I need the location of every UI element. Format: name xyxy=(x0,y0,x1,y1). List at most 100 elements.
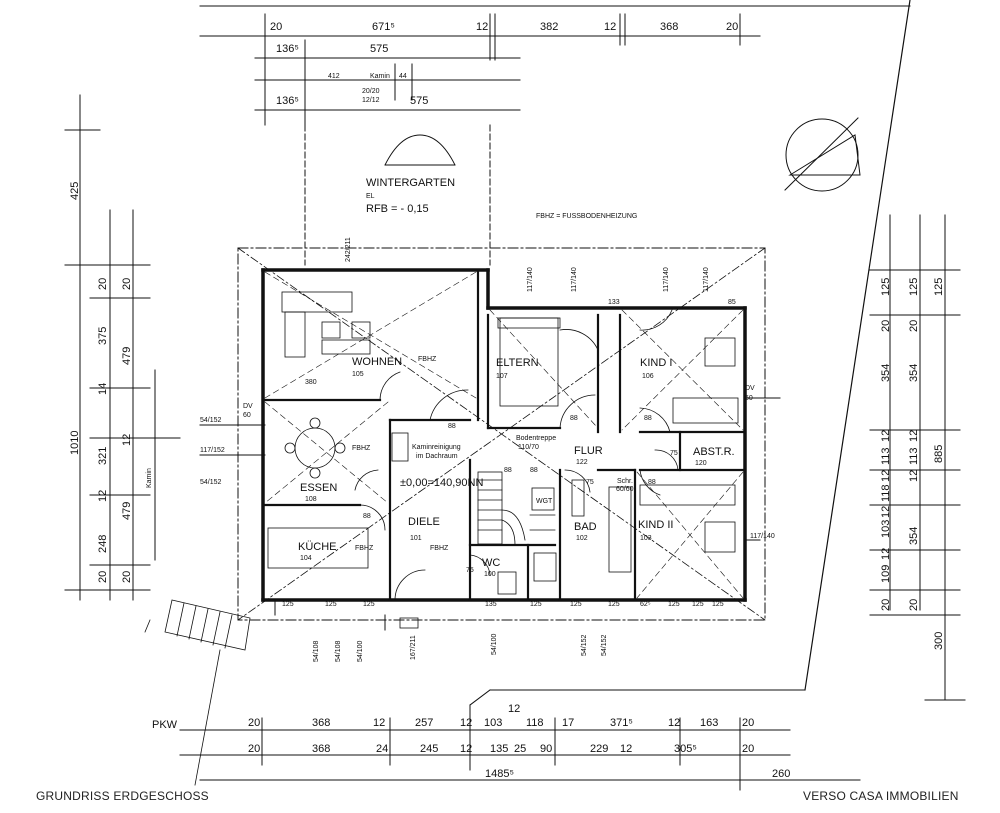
right-dimension-chains xyxy=(869,214,966,701)
wintergarten-level: RFB = - 0,15 xyxy=(366,203,429,215)
dim-85: 85 xyxy=(728,299,736,306)
door-88-1: 88 xyxy=(448,423,456,430)
top-dim-2: 671⁵ xyxy=(372,21,395,33)
bottom-r2-245: 245 xyxy=(420,743,438,755)
sill-2: 117/152 xyxy=(200,447,225,454)
door-swings xyxy=(354,309,679,601)
outer-walls xyxy=(261,268,747,602)
bodentreppe-note: Bodentreppe xyxy=(516,435,556,442)
essen-width: 380 xyxy=(305,379,317,386)
schr-label: Schr. xyxy=(617,478,633,485)
top-dim-kamin-label: Kamin xyxy=(370,73,390,80)
room-eltern-num: 107 xyxy=(496,373,508,380)
room-kind1-num: 106 xyxy=(642,373,654,380)
room-kind1-name: KIND I xyxy=(640,357,672,369)
bottom-r2-90: 90 xyxy=(540,743,552,755)
bottom-r2-24: 24 xyxy=(376,743,388,755)
bottom-r1-368: 368 xyxy=(312,717,330,729)
top-dim-kamin-412: 412 xyxy=(328,73,340,80)
room-diele-num: 101 xyxy=(410,535,422,542)
right-dim-c1-109: 109 xyxy=(880,565,892,583)
kamin-note-2: im Dachraum xyxy=(416,453,458,460)
bottom-r2-12b: 12 xyxy=(620,743,632,755)
bottom-r3-260: 260 xyxy=(772,768,790,780)
left-dimension-chains xyxy=(64,94,181,601)
bottom-r1-163: 163 xyxy=(700,717,718,729)
left-dim-1010: 1010 xyxy=(69,431,81,455)
top-dim-10: 136⁵ xyxy=(276,95,299,107)
top-dim-1: 20 xyxy=(270,21,282,33)
top-dim-11: 575 xyxy=(410,95,428,107)
top-dim-8: 136⁵ xyxy=(276,43,299,55)
left-dim-c1-20b: 20 xyxy=(97,571,109,583)
sill-4: 117/140 xyxy=(750,533,775,540)
kamin-note-1: Kaminreinigung xyxy=(412,444,461,451)
room-kueche-heat: FBHZ xyxy=(355,545,374,552)
north-arrow-icon xyxy=(784,117,861,192)
right-dim-c1-20b: 20 xyxy=(880,599,892,611)
wall-dim-8: 62⁵ xyxy=(640,601,651,608)
bottom-r2-135: 135 xyxy=(490,743,508,755)
sill-b2: 167/211 xyxy=(410,635,417,660)
right-dim-c1-12: 12 xyxy=(880,430,892,442)
bodentreppe-size: 110/70 xyxy=(518,444,539,451)
wall-dim-4: 135 xyxy=(485,601,497,608)
room-wohnen-num: 105 xyxy=(352,371,364,378)
door-88-4: 88 xyxy=(644,415,652,422)
bottom-r1-3715: 371⁵ xyxy=(610,717,633,729)
schr-size: 60/60 xyxy=(616,486,634,493)
sill-t5: 117/140 xyxy=(703,267,710,292)
right-dim-c2-113: 113 xyxy=(908,447,920,465)
door-88-5: 88 xyxy=(648,479,656,486)
kamin-left-label: Kamin xyxy=(146,468,153,488)
room-bad-num: 102 xyxy=(576,535,588,542)
top-dim-4: 382 xyxy=(540,21,558,33)
top-dimension-chains xyxy=(199,5,911,126)
sill-t4: 117/140 xyxy=(663,267,670,292)
left-dim-425: 425 xyxy=(69,182,81,200)
sill-b3: 54/108 xyxy=(313,640,320,662)
wall-ticks xyxy=(199,397,781,631)
sill-b4: 54/108 xyxy=(335,640,342,662)
right-dim-c2-12b: 12 xyxy=(908,470,920,482)
sill-t1: 242/211 xyxy=(345,237,352,262)
door-88-3: 88 xyxy=(570,415,578,422)
left-dim-c2-20b: 20 xyxy=(121,571,133,583)
room-essen-heat: FBHZ xyxy=(352,445,371,452)
bottom-r2-368: 368 xyxy=(312,743,330,755)
bottom-r1-20: 20 xyxy=(248,717,260,729)
pkw-label: PKW xyxy=(152,719,178,731)
left-dim-c2-12: 12 xyxy=(121,434,133,446)
left-dim-c1-14: 14 xyxy=(97,383,109,395)
wintergarten-outline xyxy=(304,124,491,266)
dv-left: DV xyxy=(243,403,253,410)
room-wc-name: WC xyxy=(482,557,500,569)
top-dim-5: 12 xyxy=(604,21,616,33)
inner-walls xyxy=(261,268,747,602)
top-dim-6: 368 xyxy=(660,21,678,33)
wall-dim-11: 125 xyxy=(712,601,724,608)
room-diele-heat: FBHZ xyxy=(430,545,449,552)
top-dim-3: 12 xyxy=(476,21,488,33)
sill-t3: 117/140 xyxy=(571,267,578,292)
bottom-r1-103: 103 xyxy=(484,717,502,729)
bottom-r1-20b: 20 xyxy=(742,717,754,729)
door-75-1: 75 xyxy=(466,567,474,574)
bottom-r1-257: 257 xyxy=(415,717,433,729)
left-dim-c2-20: 20 xyxy=(121,278,133,290)
bottom-r1-12: 12 xyxy=(373,717,385,729)
room-wohnen-heat: FBHZ xyxy=(418,356,437,363)
fbhz-legend: FBHZ = FUSSBODENHEIZUNG xyxy=(536,213,637,220)
bottom-r1-12b: 12 xyxy=(460,717,472,729)
right-dim-c2-125: 125 xyxy=(908,278,920,296)
bottom-r2-20b: 20 xyxy=(742,743,754,755)
right-dim-c2-20b: 20 xyxy=(908,599,920,611)
left-dim-c2-479: 479 xyxy=(121,347,133,365)
room-eltern-name: ELTERN xyxy=(496,357,539,369)
right-dim-c2-12: 12 xyxy=(908,430,920,442)
wintergarten-door xyxy=(384,134,456,166)
bottom-r2-3055: 305⁵ xyxy=(674,743,697,755)
right-dim-c1-12b: 12 xyxy=(880,470,892,482)
furniture xyxy=(267,291,739,629)
left-dim-c1-248: 248 xyxy=(97,535,109,553)
